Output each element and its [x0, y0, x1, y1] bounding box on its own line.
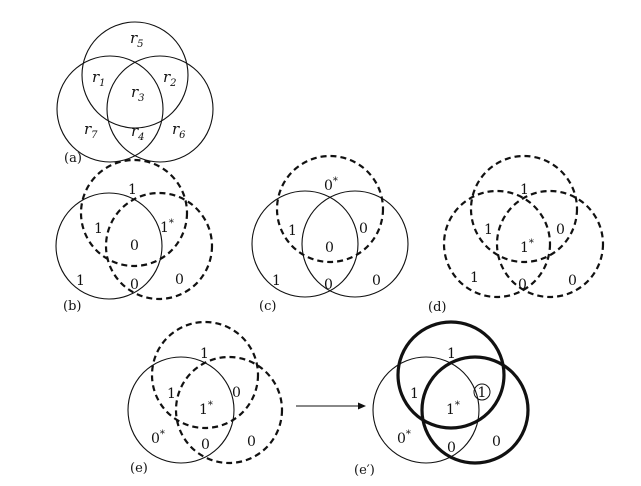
circled-value-text: 1: [478, 385, 487, 401]
panel-e-prime: 1 1 1 1 1* 0* 0 0 (e′): [354, 320, 530, 478]
transition-arrow: [296, 402, 366, 410]
region-r5-value: 1: [128, 182, 137, 198]
region-r6-value: 0: [568, 273, 577, 289]
region-r6-value: 0: [247, 434, 256, 450]
circle-right: [104, 191, 214, 301]
region-r1-value: 1: [410, 386, 419, 402]
region-r3-value: 1*: [199, 400, 213, 418]
circle-left: [251, 190, 359, 298]
region-r1-value: 1: [288, 223, 297, 239]
region-r4-value: 0: [324, 277, 333, 293]
panel-d: 1 1 0 1* 1 0 0 (d): [428, 154, 605, 315]
circle-top: [79, 158, 189, 268]
panel-b: 1 1 1* 0 1 0 0 (b): [55, 158, 214, 314]
region-r7-label: r7: [84, 120, 98, 141]
region-r5-label: r5: [130, 29, 144, 50]
panel-e-label: (e): [130, 461, 148, 476]
panel-c-label: (c): [259, 299, 276, 314]
region-r3-label: r3: [131, 83, 145, 104]
region-r5-value: 1: [520, 182, 529, 198]
region-r3-value: 0: [325, 240, 334, 256]
region-r3-value: 1*: [446, 400, 460, 418]
circle-left: [442, 189, 552, 299]
panel-c: 0* 1 0 0 1 0 0 (c): [251, 154, 409, 314]
region-r4-label: r4: [131, 122, 145, 143]
region-r6-value: 0: [492, 434, 501, 450]
region-r7-value: 0*: [397, 429, 411, 447]
panel-a: r5 r1 r2 r3 r7 r4 r6 (a): [56, 21, 214, 166]
region-r6-value: 0: [372, 273, 381, 289]
circle-left: [55, 192, 163, 300]
circle-right: [420, 355, 530, 465]
circle-right: [495, 189, 605, 299]
region-r7-value: 1: [272, 273, 281, 289]
region-r3-value: 1*: [520, 238, 534, 256]
region-r7-value: 1: [76, 273, 85, 289]
panel-e: 1 1 0 1* 0* 0 0 (e): [127, 320, 284, 476]
region-r5-value: 1: [200, 346, 209, 362]
region-r5-value: 0*: [324, 176, 338, 194]
region-r1-value: 1: [484, 222, 493, 238]
region-r2-value: 0: [232, 385, 241, 401]
region-r1-value: 1: [167, 386, 176, 402]
circle-right: [106, 55, 214, 163]
circle-top: [396, 320, 506, 430]
panel-e-prime-label: (e′): [354, 463, 375, 478]
circle-top: [275, 154, 385, 264]
circle-left: [56, 55, 164, 163]
region-r6-label: r6: [172, 120, 186, 141]
circle-top: [469, 154, 579, 264]
circled-value-ring: [473, 383, 491, 401]
panel-a-label: (a): [64, 151, 82, 166]
region-r7-value: 0*: [151, 429, 165, 447]
circle-left: [372, 356, 480, 464]
circle-top: [150, 320, 260, 430]
circle-right: [174, 355, 284, 465]
region-r6-value: 0: [175, 272, 184, 288]
region-r4-value: 0: [447, 440, 456, 456]
region-r2-label: r2: [163, 68, 177, 89]
region-r4-value: 0: [130, 277, 139, 293]
region-r2-value: 0: [556, 222, 565, 238]
region-r5-value: 1: [447, 346, 456, 362]
circle-left: [127, 356, 235, 464]
circle-right: [301, 190, 409, 298]
panel-d-label: (d): [428, 300, 446, 315]
region-r1-label: r1: [92, 68, 106, 89]
region-r1-value: 1: [94, 221, 103, 237]
region-r2-value: 1*: [160, 218, 174, 236]
region-r4-value: 0: [518, 277, 527, 293]
region-r7-value: 1: [470, 270, 479, 286]
arrow-head: [358, 402, 366, 410]
region-r3-value: 0: [130, 238, 139, 254]
panel-b-label: (b): [63, 299, 81, 314]
region-r4-value: 0: [201, 437, 210, 453]
circled-value-marker: 1: [473, 383, 491, 401]
region-r2-value: 0: [359, 221, 368, 237]
circle-top: [81, 21, 189, 129]
